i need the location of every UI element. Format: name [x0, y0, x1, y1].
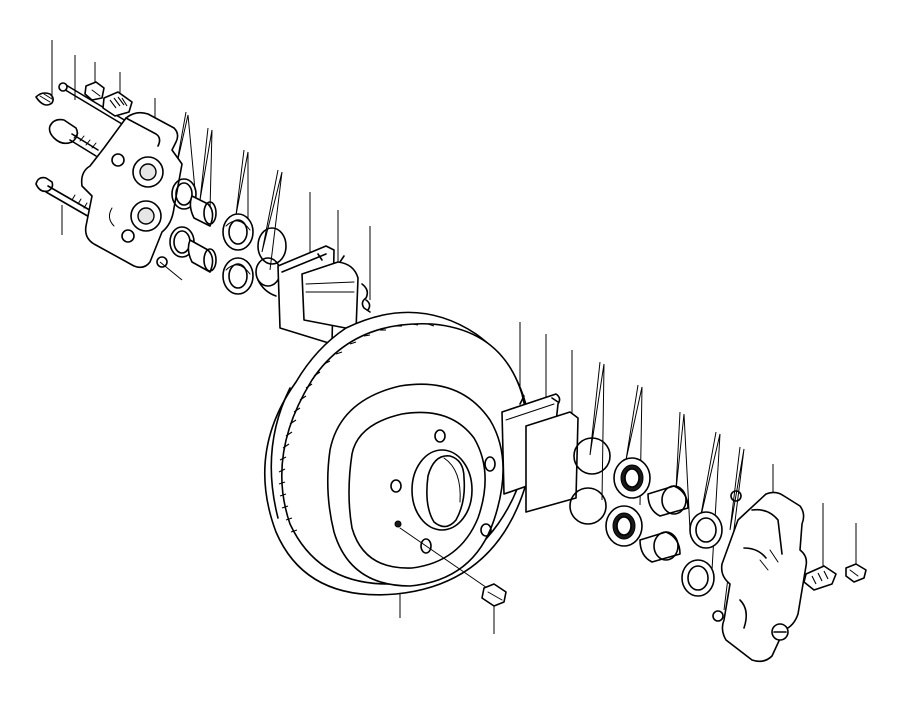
disc-screw	[399, 527, 507, 607]
bleed-cap-right	[845, 563, 867, 583]
mounting-bolt-upper	[48, 118, 99, 157]
brake-pad-left	[277, 245, 359, 345]
brake-pad-right	[501, 393, 579, 513]
brake-disc	[263, 311, 532, 596]
pad-spring-left	[361, 283, 371, 313]
dust-boots-left	[222, 213, 254, 295]
caliper-left	[80, 111, 183, 269]
bleed-nipple-left	[102, 91, 133, 117]
small-seals-right	[712, 490, 742, 622]
caliper-right	[720, 491, 808, 663]
pistons-right	[639, 485, 689, 563]
pistons-left	[187, 195, 217, 273]
bleed-nipple-right	[803, 565, 837, 591]
piston-seals-right	[681, 511, 723, 597]
retaining-rings-right	[569, 437, 611, 525]
bleed-cap-left	[35, 92, 54, 106]
bleed-screw-left	[84, 81, 105, 101]
dust-boots-right	[605, 457, 651, 547]
